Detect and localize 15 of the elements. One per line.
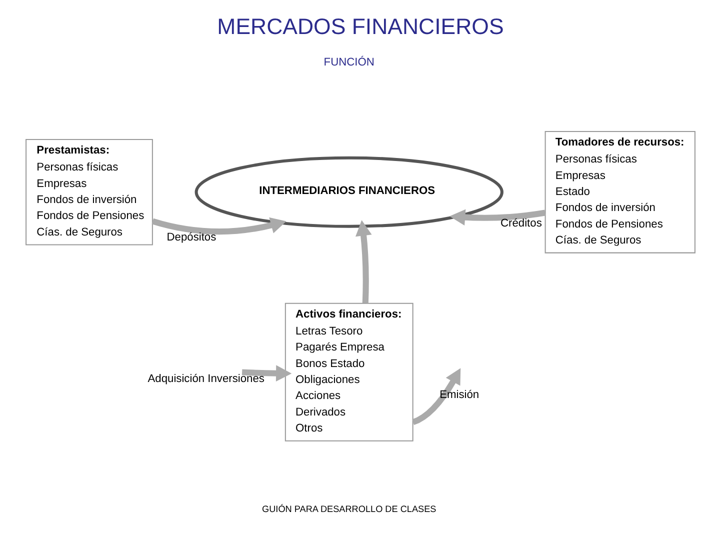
caption: GUIÓN PARA DESARROLLO DE CLASES xyxy=(262,504,436,514)
node-box: Prestamistas: Personas físicas Empresas Fondos de inversión Fondos de Pensiones Cías. de Seguros xyxy=(25,139,152,246)
node-box: Tomadores de recursos: Personas físicas Empresas Estado Fondos de inversión Fondos de Pensiones Cías. de Seguros xyxy=(544,130,695,254)
arrow xyxy=(355,220,372,304)
node-box: Activos financieros: Letras Tesoro Pagarés Empresa Bonos Estado Obligaciones Acciones Derivados Otros xyxy=(284,302,413,442)
arrow xyxy=(241,365,292,382)
diagram-title: MERCADOS FINANCIEROS xyxy=(216,14,504,39)
edge-label: Créditos xyxy=(500,217,542,230)
edge-label: Emisión xyxy=(439,389,479,402)
arrow xyxy=(449,209,546,226)
arrow xyxy=(151,217,286,235)
label: FUNCIÓN xyxy=(323,56,374,69)
edge-label: Adquisición Inversiones xyxy=(147,372,264,385)
edge-label: Depósitos xyxy=(166,231,216,244)
arrow xyxy=(412,368,460,425)
